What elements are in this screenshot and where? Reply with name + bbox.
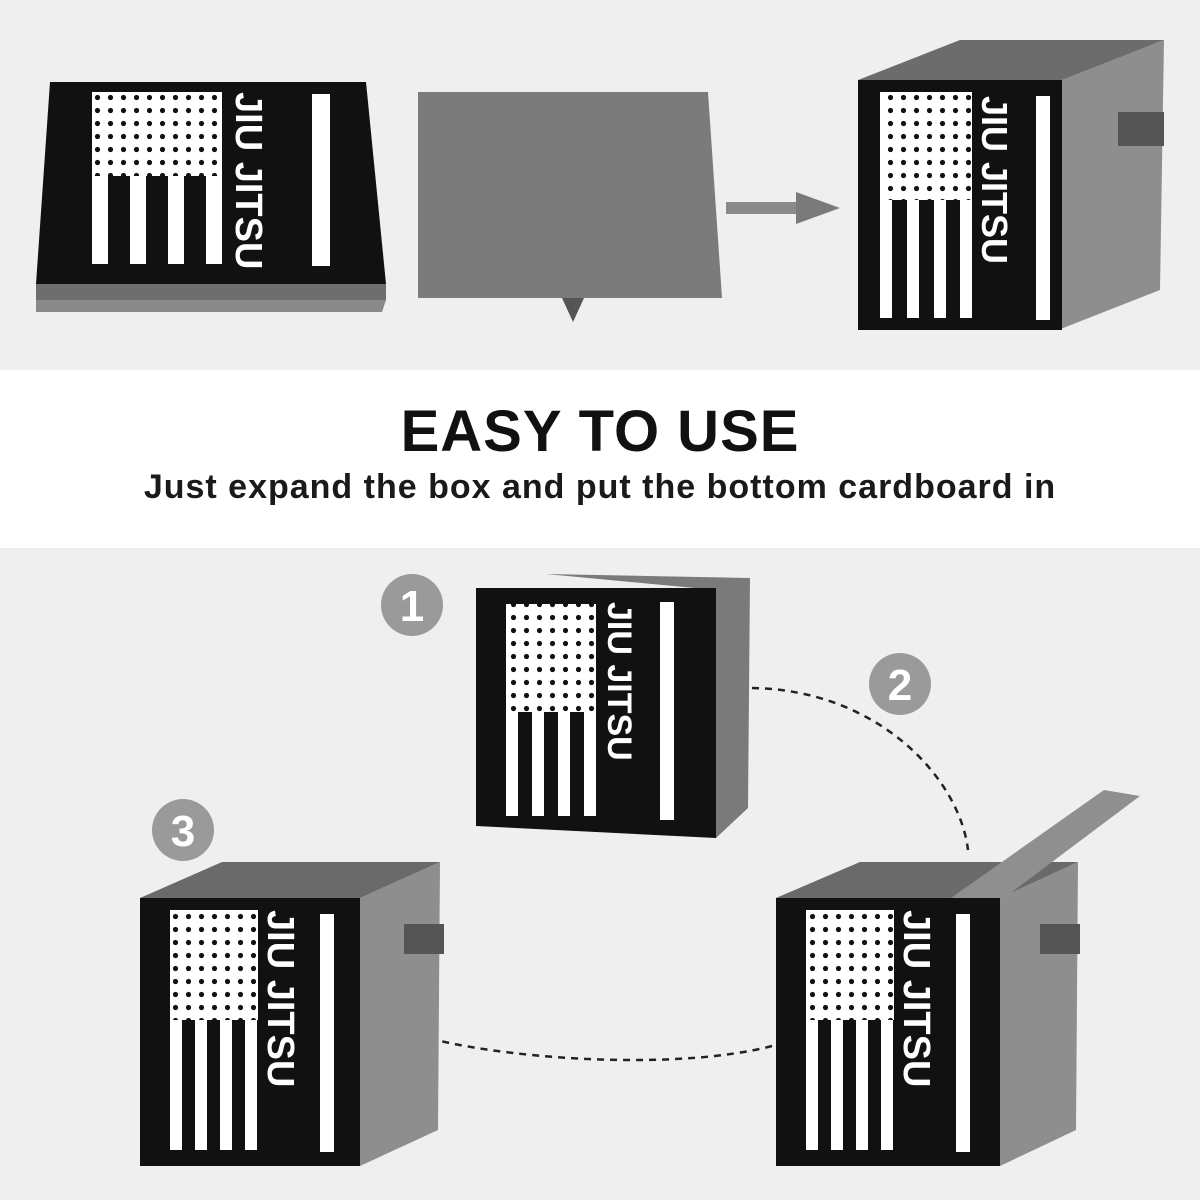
step-2-box: JIU JITSU (776, 790, 1140, 1166)
side-handle-icon (404, 924, 444, 954)
dashed-connector (435, 1038, 773, 1062)
step-1-box: JIU JITSU (476, 574, 750, 838)
step-badge-3: 3 (152, 799, 214, 861)
box-print-text: JIU JITSU (259, 910, 301, 1087)
step-badge-2: 2 (869, 653, 931, 715)
step-3-box: JIU JITSU (140, 862, 444, 1166)
flag-stars (92, 92, 222, 176)
side-handle-icon (1118, 112, 1164, 146)
flag-stars (880, 92, 972, 200)
flag-stars (806, 910, 894, 1020)
arrow-right-icon (726, 192, 840, 224)
folded-box: JIU JITSU (36, 82, 386, 312)
flag-stars (506, 604, 596, 712)
step-badge-1: 1 (381, 574, 443, 636)
svg-text:1: 1 (400, 582, 424, 631)
pull-tab-icon (562, 298, 584, 322)
dashed-connector (751, 686, 970, 851)
svg-text:2: 2 (888, 661, 912, 710)
side-handle-icon (1040, 924, 1080, 954)
box-print-text: JIU JITSU (600, 602, 638, 761)
assembled-box-top: JIU JITSU (858, 40, 1164, 330)
box-print-text: JIU JITSU (227, 92, 269, 269)
page-subtitle: Just expand the box and put the bottom c… (143, 468, 1057, 506)
flag-stars (170, 910, 258, 1020)
cardboard-panel (418, 92, 722, 322)
cardboard-panel (948, 790, 1140, 910)
page-title: EASY TO USE (400, 399, 800, 464)
box-print-text: JIU JITSU (974, 96, 1015, 264)
svg-text:3: 3 (171, 807, 195, 856)
box-print-text: JIU JITSU (895, 910, 937, 1087)
